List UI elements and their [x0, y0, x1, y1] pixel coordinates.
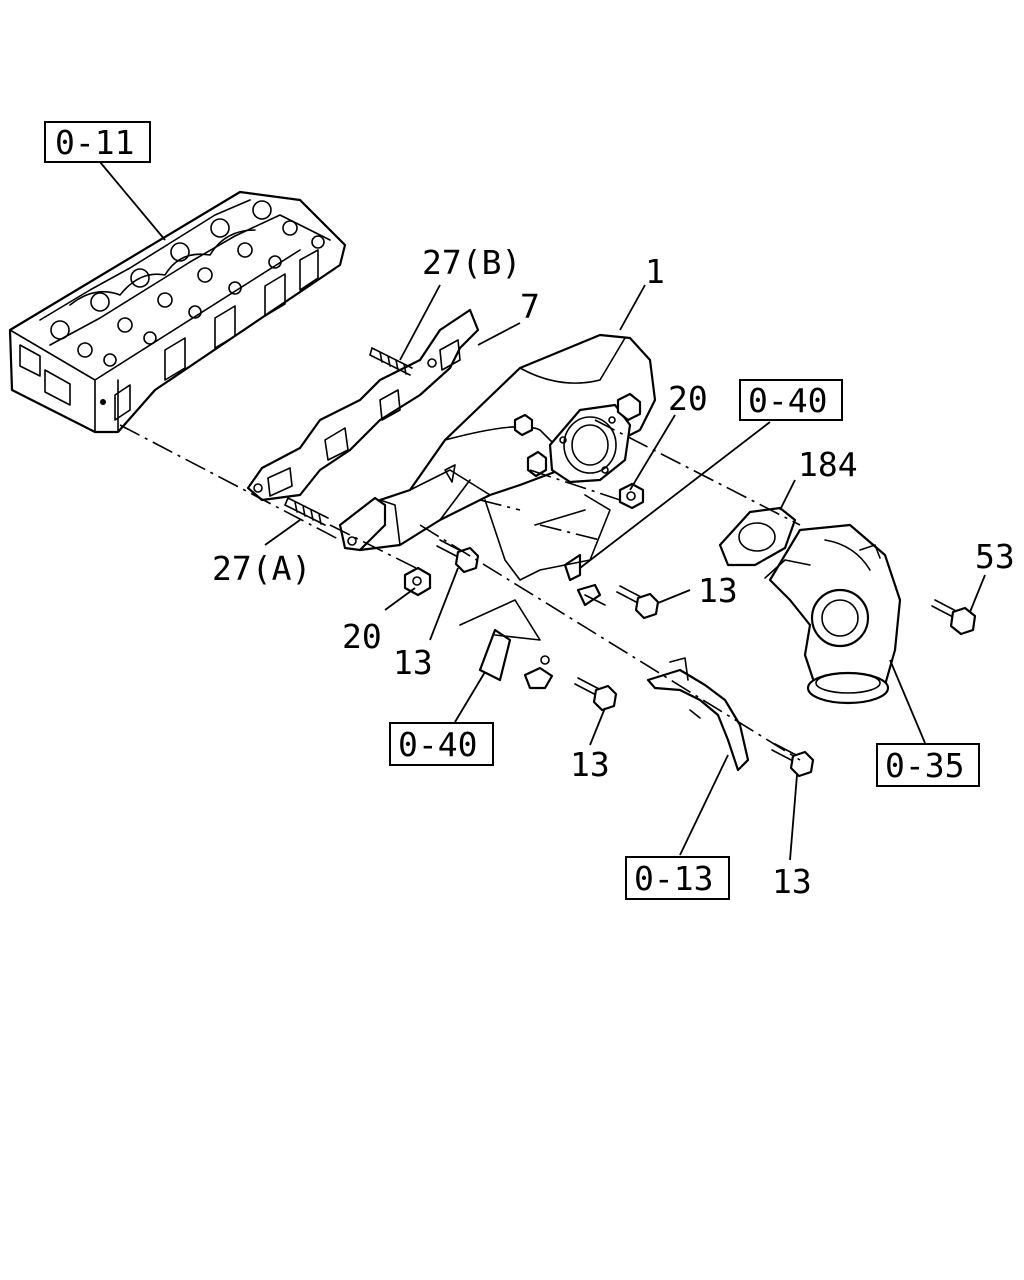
label-part-53: 53 [975, 537, 1015, 576]
label-part-13-b: 13 [698, 571, 738, 610]
label-part-20-top: 20 [668, 379, 708, 418]
stud-27a [284, 497, 329, 526]
center-lines [119, 419, 801, 761]
ref-box-0-35-text: 0-35 [885, 746, 964, 785]
bolt-53 [931, 599, 977, 636]
label-part-7: 7 [520, 287, 540, 326]
ref-box-0-40-bottom-text: 0-40 [398, 725, 477, 764]
exhaust-manifold [338, 333, 657, 552]
ref-box-0-13[interactable]: 0-13 [625, 856, 730, 900]
stud-27b [369, 347, 413, 376]
ref-box-0-11[interactable]: 0-11 [44, 121, 151, 163]
manifold-gasket [246, 308, 480, 502]
bolt-13-c [574, 677, 618, 712]
label-part-27b: 27(B) [422, 243, 521, 282]
label-part-1: 1 [645, 252, 665, 291]
bolt-13-d [771, 743, 815, 778]
ref-box-0-13-text: 0-13 [634, 859, 713, 898]
ref-box-0-11-text: 0-11 [55, 123, 134, 162]
leader-lines [99, 161, 986, 861]
label-part-184: 184 [798, 445, 858, 484]
nut-20-bottom [403, 566, 432, 597]
ref-box-0-35[interactable]: 0-35 [876, 743, 980, 787]
egr-valve-elbow [764, 523, 902, 705]
pipe [646, 657, 750, 772]
label-part-20-bottom: 20 [342, 617, 382, 656]
label-part-13-d: 13 [772, 862, 812, 901]
label-part-13-a: 13 [393, 643, 433, 682]
bracket-upper [563, 553, 606, 607]
bolt-13-a [436, 539, 480, 574]
gasket-184 [718, 506, 797, 567]
bracket-lower [478, 628, 554, 690]
ref-box-0-40-bottom[interactable]: 0-40 [389, 722, 494, 766]
label-part-27a: 27(A) [212, 549, 311, 588]
ref-box-0-40-top[interactable]: 0-40 [739, 379, 843, 421]
bolt-13-b [616, 585, 660, 620]
ref-box-0-40-top-text: 0-40 [748, 381, 827, 420]
nut-20-top [618, 482, 645, 510]
cylinder-head [8, 190, 347, 434]
label-part-13-c: 13 [570, 745, 610, 784]
